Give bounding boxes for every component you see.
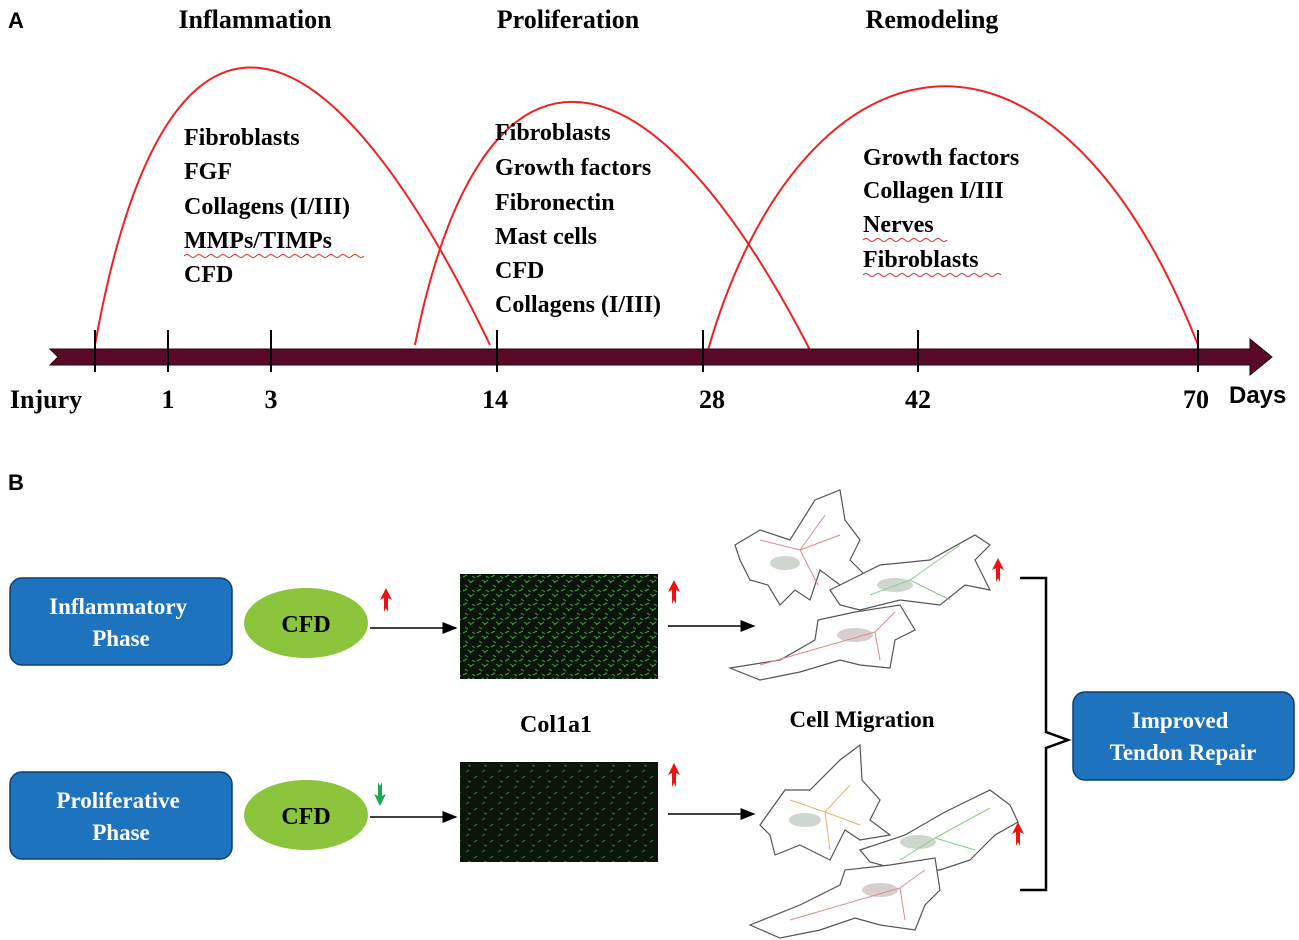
proliferative-phase-label: Proliferative Phase <box>56 788 185 845</box>
col1a1-label: Col1a1 <box>520 712 592 738</box>
proliferation-item: Mast cells <box>495 224 597 250</box>
up-arrow-icon <box>380 588 392 612</box>
inflammatory-phase-box <box>9 577 233 666</box>
label-line: Phase <box>92 820 150 845</box>
proliferation-item: CFD <box>495 258 544 284</box>
tick-label-3: 3 <box>265 385 278 414</box>
tick-label-42: 42 <box>905 385 931 414</box>
cfd-label: CFD <box>281 804 330 830</box>
spellcheck-underline <box>862 238 948 242</box>
proliferation-curve <box>414 100 811 351</box>
improved-tendon-repair-box <box>1072 691 1295 781</box>
remodeling-item: Fibroblasts <box>863 247 979 273</box>
tick-label-injury: Injury <box>10 385 82 414</box>
inflammation-item: CFD <box>184 262 233 288</box>
timeline-unit: Days <box>1229 382 1286 409</box>
cfd-ellipse-inflammatory <box>244 588 368 658</box>
proliferation-item: Collagens (I/III) <box>495 292 661 318</box>
cfd-label: CFD <box>281 612 330 638</box>
proliferation-item: Growth factors <box>495 155 651 181</box>
improved-tendon-repair-label: Improved Tendon Repair <box>1110 708 1257 765</box>
up-arrow-icon <box>668 763 680 787</box>
panel-b-label: B <box>8 470 24 495</box>
panel-a-label: A <box>8 8 24 33</box>
label-line: Phase <box>92 626 150 651</box>
remodeling-item: Collagen I/III <box>863 178 1004 204</box>
inflammation-item: MMPs/TIMPs <box>184 228 332 254</box>
phase-title-remodeling: Remodeling <box>866 5 999 34</box>
proliferative-phase-box <box>9 771 233 860</box>
up-arrow-icon <box>668 580 680 604</box>
remodeling-curve <box>707 85 1199 351</box>
timeline-arrow <box>48 337 1273 377</box>
label-line: Tendon Repair <box>1110 740 1257 765</box>
migrating-cells-illustration-top <box>727 489 992 681</box>
tick-label-1: 1 <box>162 385 175 414</box>
up-arrow-icon <box>992 558 1004 582</box>
spellcheck-underline <box>862 273 1002 277</box>
phase-title-proliferation: Proliferation <box>497 5 640 34</box>
cfd-ellipse-proliferative <box>244 780 368 850</box>
col1a1-image-proliferative <box>460 762 658 862</box>
tick-label-28: 28 <box>699 385 725 414</box>
remodeling-item: Growth factors <box>863 145 1019 171</box>
up-arrow-icon <box>1012 822 1024 846</box>
inflammation-item: Fibroblasts <box>184 125 300 151</box>
tick-label-14: 14 <box>482 385 508 414</box>
proliferation-item: Fibronectin <box>495 190 615 216</box>
inflammatory-phase-label: Inflammatory Phase <box>49 594 193 651</box>
down-arrow-icon <box>374 782 386 806</box>
spellcheck-underline <box>183 254 365 258</box>
migrating-cells-illustration-bottom <box>748 743 1019 939</box>
tick-label-70: 70 <box>1183 385 1209 414</box>
inflammation-item: Collagens (I/III) <box>184 194 350 220</box>
inflammation-curve <box>94 66 491 346</box>
inflammation-item: FGF <box>184 159 232 185</box>
col1a1-image-inflammatory <box>460 574 658 679</box>
phase-title-inflammation: Inflammation <box>178 5 332 34</box>
remodeling-item: Nerves <box>863 212 934 238</box>
cell-migration-label: Cell Migration <box>790 707 935 732</box>
bracket <box>1020 576 1072 892</box>
proliferation-item: Fibroblasts <box>495 120 611 146</box>
